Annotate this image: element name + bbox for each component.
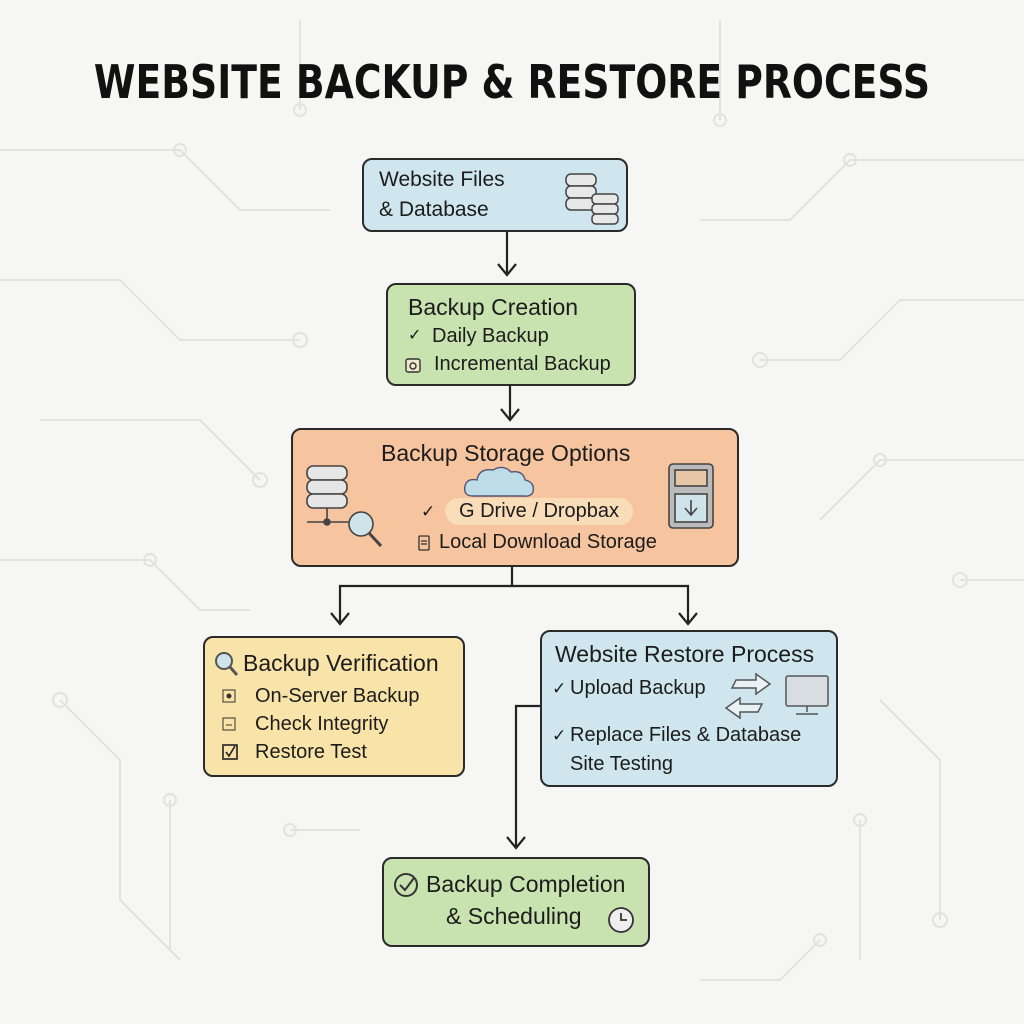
node-title: Backup Storage Options (381, 440, 631, 466)
list-item: Site Testing (570, 753, 674, 775)
node-line: & Database (379, 198, 489, 221)
download-drive-icon (668, 463, 714, 529)
list-item: Upload Backup (570, 677, 706, 699)
list-item: Incremental Backup (434, 353, 611, 375)
transfer-computer-icon (724, 672, 829, 720)
list-item: Local Download Storage (439, 531, 657, 553)
document-icon (418, 535, 430, 551)
list-item: Check Integrity (255, 713, 389, 735)
check-icon: ✓ (552, 679, 567, 698)
list-item: G Drive / Dropbax (445, 498, 634, 525)
checkbox-icon (222, 744, 238, 760)
node-line: & Scheduling (446, 903, 582, 929)
node-backup-completion: Backup Completion & Scheduling (382, 857, 650, 947)
check-icon: ✓ (421, 502, 436, 521)
check-circle-icon (394, 873, 418, 897)
integrity-icon (222, 717, 236, 731)
list-item: Restore Test (255, 741, 367, 763)
list-item: Daily Backup (432, 325, 549, 347)
node-website-restore: Website Restore Process ✓ Upload Backup … (540, 630, 838, 787)
magnifier-icon (215, 652, 239, 676)
node-line: Backup Completion (426, 871, 626, 897)
node-website-files: Website Files & Database (362, 158, 628, 232)
check-icon: ✓ (552, 726, 567, 745)
server-icon (222, 689, 236, 703)
node-title: Backup Creation (408, 294, 579, 320)
server-search-icon (306, 465, 383, 548)
node-line: Website Files (379, 168, 505, 191)
cloud-icon (463, 466, 535, 497)
node-backup-verification: Backup Verification On-Server Backup Che… (203, 636, 465, 777)
node-title: Backup Verification (243, 650, 439, 676)
node-backup-creation: Backup Creation ✓ Daily Backup Increment… (386, 283, 636, 386)
node-backup-storage: Backup Storage Options ✓ G Drive / Dropb… (291, 428, 739, 567)
diagram-title: WEBSITE BACKUP & RESTORE PROCESS (93, 55, 931, 109)
calendar-icon (405, 358, 421, 373)
check-icon: ✓ (408, 327, 422, 344)
list-item: On-Server Backup (255, 685, 420, 707)
node-title: Website Restore Process (555, 641, 815, 667)
clock-icon (608, 907, 634, 933)
list-item: Replace Files & Database (570, 724, 802, 746)
database-icon (565, 173, 619, 225)
